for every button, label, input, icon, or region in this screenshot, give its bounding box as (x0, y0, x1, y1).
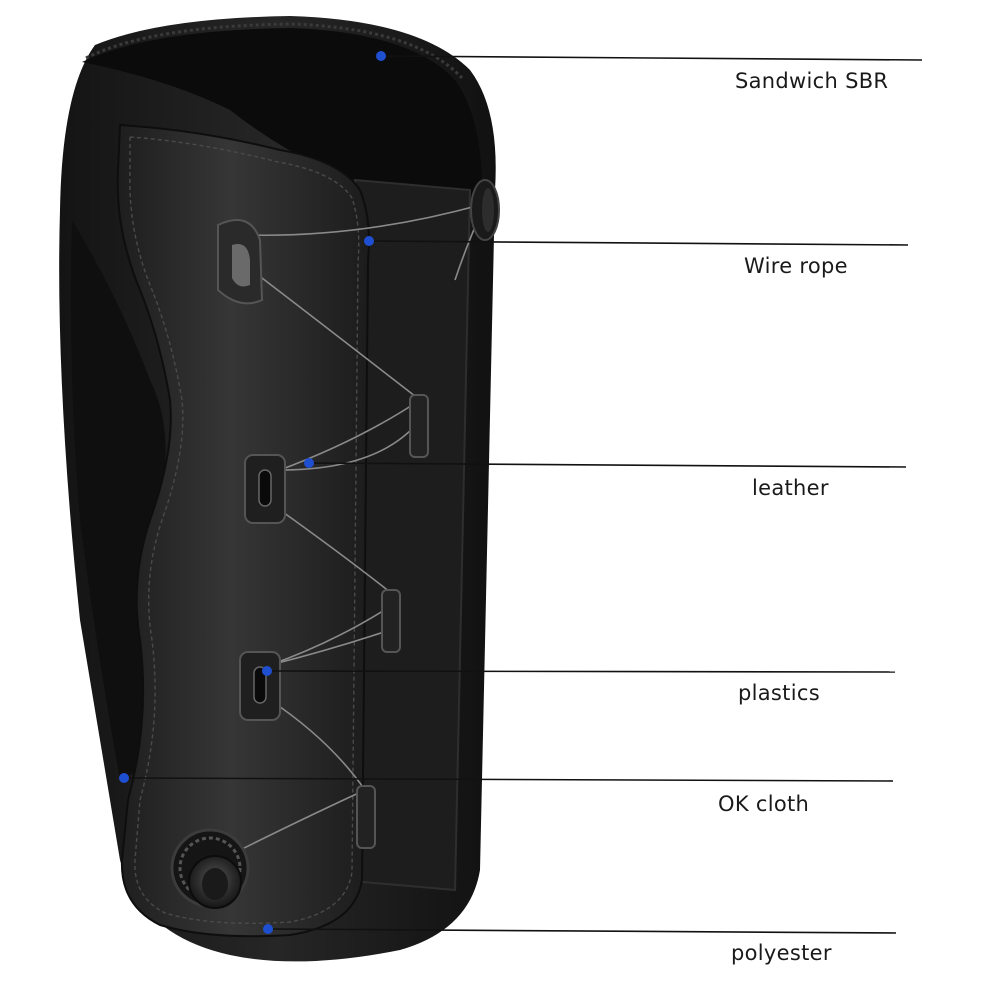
leather-panel (116, 123, 370, 938)
leader-line-wire-rope (368, 240, 909, 246)
plastic-loop-1-icon (244, 454, 286, 524)
marker-dot-ok-cloth (119, 773, 129, 783)
callout-label-leather: leather (752, 476, 829, 500)
callout-label-polyester: polyester (731, 941, 832, 965)
callout-label-wire-rope: Wire rope (744, 254, 848, 278)
marker-dot-leather (304, 458, 314, 468)
leader-line-sandwich-sbr (380, 55, 923, 61)
callout-label-ok-cloth: OK cloth (718, 792, 810, 816)
inner-lining (82, 28, 482, 200)
leader-line-leather (308, 462, 907, 468)
bottom-dial-icon (170, 828, 250, 909)
callout-label-plastics: plastics (738, 681, 820, 705)
stitched-rim (85, 22, 464, 80)
lace-guide-upper-icon (217, 219, 264, 305)
leather-stitching (129, 136, 360, 925)
leader-line-polyester (267, 928, 897, 934)
marker-dot-sandwich-sbr (376, 51, 386, 61)
wire-rope-lacing (229, 204, 481, 856)
callout-label-sandwich-sbr: Sandwich SBR (735, 69, 889, 93)
leader-line-ok-cloth (123, 777, 894, 782)
leader-line-plastics (266, 670, 896, 673)
marker-dot-wire-rope (364, 236, 374, 246)
marker-dot-polyester (263, 924, 273, 934)
marker-dot-plastics (262, 666, 272, 676)
top-dial-icon (470, 179, 500, 241)
side-hook-icons (356, 394, 429, 849)
